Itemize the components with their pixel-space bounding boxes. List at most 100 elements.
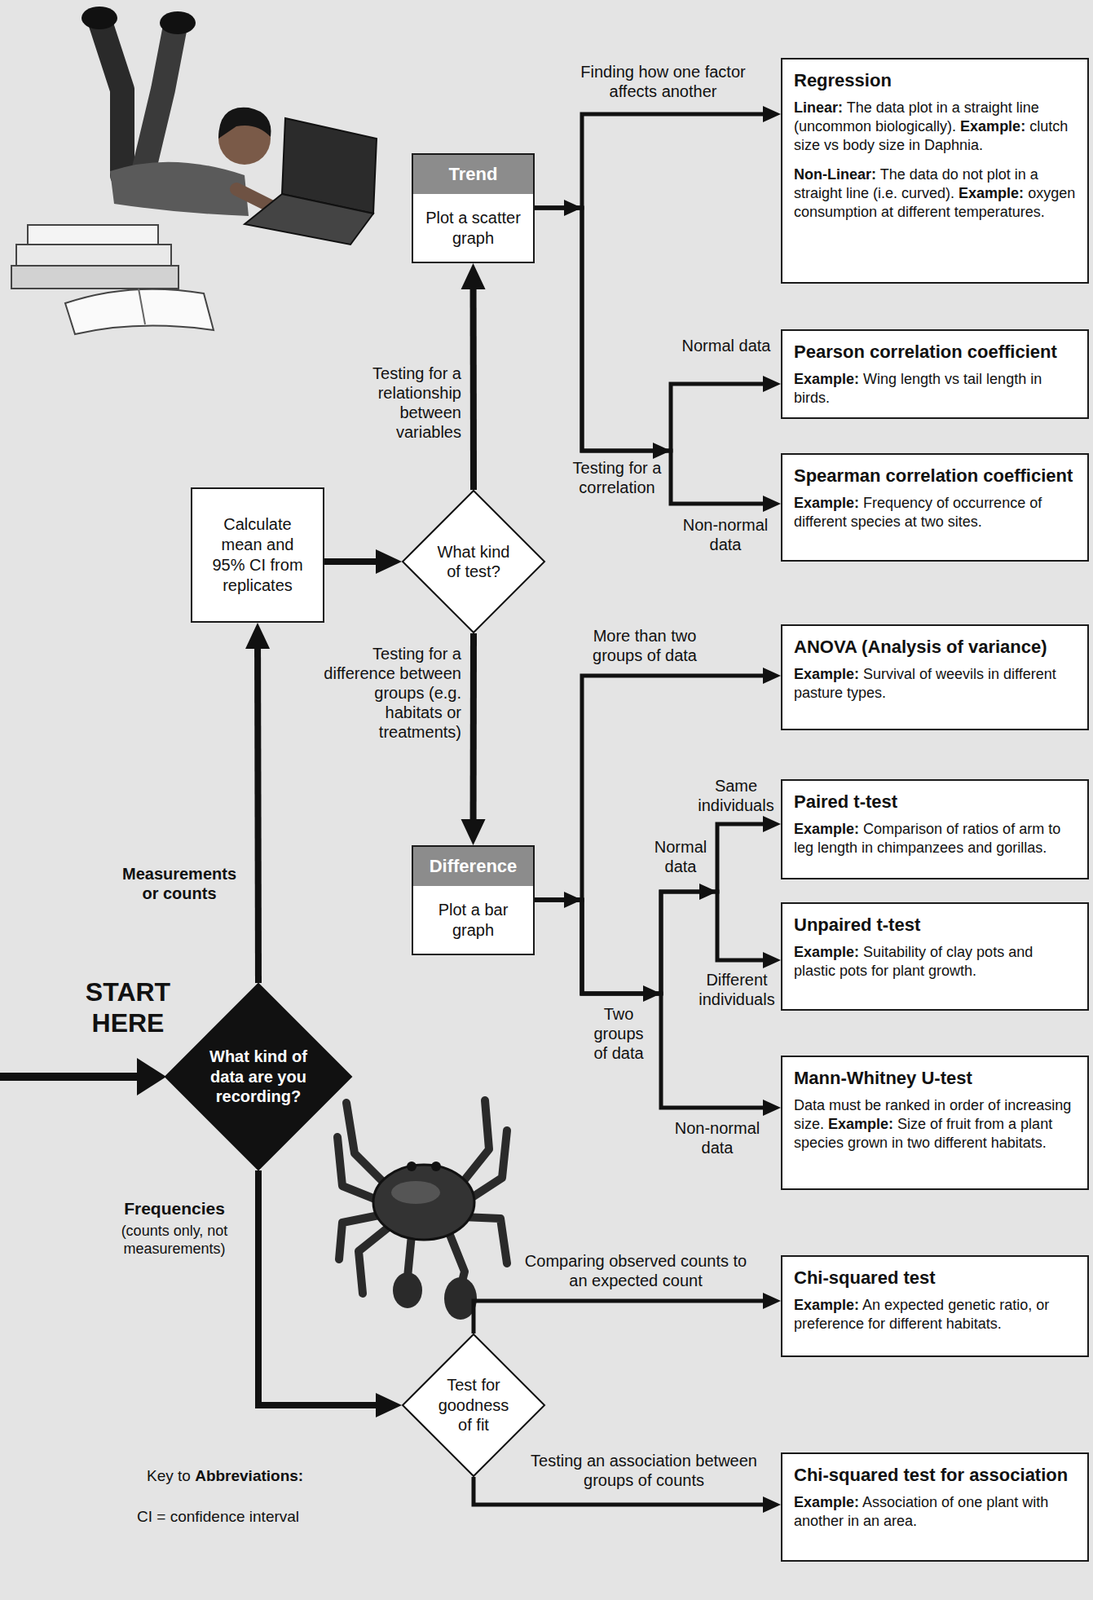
text-run: Example: xyxy=(793,1296,860,1314)
student-illustration-part xyxy=(99,19,123,176)
connector xyxy=(534,207,781,451)
text-run: Chi-squared test for association xyxy=(793,1464,1068,1486)
diamond-shape xyxy=(165,983,352,1170)
arrowhead xyxy=(762,1292,781,1309)
decision-diamond: Test for goodness of fit xyxy=(401,1333,546,1477)
text-run: Abbreviations: xyxy=(194,1467,304,1485)
branch-label: Testing for a correlation xyxy=(566,458,668,498)
connector xyxy=(534,207,781,512)
edge-label: Different individuals xyxy=(694,969,780,1010)
text-run: Same individuals xyxy=(697,776,774,815)
text-run: Example: xyxy=(793,494,860,512)
connector xyxy=(534,105,781,208)
text-run: Key to xyxy=(146,1467,195,1485)
student-illustration-part xyxy=(11,265,179,289)
text-run: Example: xyxy=(828,1115,894,1133)
crab-illustration-part xyxy=(346,1102,392,1190)
crab-illustration-part xyxy=(406,1161,417,1172)
process-box: Calculate mean and 95% CI from replicate… xyxy=(190,487,325,623)
body-text: Example: Wing length vs tail length in b… xyxy=(793,370,1076,409)
connector-line xyxy=(324,558,378,565)
student-illustration-part xyxy=(244,193,374,245)
student-illustration-part xyxy=(81,6,118,30)
edge-label: Testing for a relationship between varia… xyxy=(343,363,462,442)
text-run: Testing an association between groups of… xyxy=(530,1451,758,1490)
text-run: Testing for a correlation xyxy=(572,458,662,497)
text-run: START HERE xyxy=(85,977,171,1038)
branch-arrowheads xyxy=(564,199,718,1002)
text-run: Unpaired t-test xyxy=(793,914,921,935)
edge-label: Same individuals xyxy=(694,775,778,816)
arrowhead xyxy=(762,495,781,512)
connector xyxy=(534,815,781,994)
start-arrow-part xyxy=(136,1057,167,1096)
diamond-shape xyxy=(402,490,545,633)
arrowhead xyxy=(461,819,486,846)
box-body: Plot a scatter graph xyxy=(413,201,534,256)
test-box: Mann-Whitney U-testData must be ranked i… xyxy=(780,1055,1089,1190)
text-run: Example: xyxy=(793,820,860,838)
start-arrow-part xyxy=(0,1072,141,1081)
text-run: Calculate mean and 95% CI from replicate… xyxy=(211,515,303,595)
text-run: Trend xyxy=(449,163,499,185)
text-run: What kind of test? xyxy=(437,542,511,581)
box-title: Paired t-test xyxy=(793,790,1076,814)
test-box: ANOVA (Analysis of variance) Example: Sur… xyxy=(780,624,1089,731)
body-text: Example: Survival of weevils in differen… xyxy=(793,665,1076,704)
connector xyxy=(534,667,781,900)
box-text: Calculate mean and 95% CI from replicate… xyxy=(203,514,312,596)
body-text: Example: An expected genetic ratio, or p… xyxy=(793,1295,1076,1335)
text-run: Difference xyxy=(429,855,518,877)
text-run: Plot a bar graph xyxy=(438,900,509,939)
text-run: Normal data xyxy=(682,336,772,355)
text-run: Measurements or counts xyxy=(122,864,237,903)
test-box: Pearson correlation coefficientExample: … xyxy=(780,329,1089,419)
box-title: Regression xyxy=(793,69,1076,93)
branch-label: Normal data xyxy=(647,837,714,877)
arrowhead xyxy=(375,549,402,574)
test-box: Unpaired t-testExample: Suitability of c… xyxy=(780,902,1089,1011)
edge-label: Comparing observed counts to an expected… xyxy=(513,1251,759,1291)
box-title: ANOVA (Analysis of variance) xyxy=(793,635,1076,659)
connector-line xyxy=(258,1170,378,1406)
text-run: Spearman correlation coefficient xyxy=(793,465,1073,486)
text-run: Example: xyxy=(958,185,1024,202)
edge-label: Testing an association between groups of… xyxy=(521,1450,767,1490)
test-box: RegressionLinear: The data plot in a str… xyxy=(780,57,1089,284)
text-run: Chi-squared test xyxy=(793,1267,936,1288)
edge-label: Testing for a difference between groups … xyxy=(322,643,462,742)
test-box: Chi-squared testExample: An expected gen… xyxy=(780,1255,1089,1358)
text-run: Example: xyxy=(793,943,860,961)
box-title: Chi-squared test xyxy=(793,1266,1076,1290)
text-run: More than two groups of data xyxy=(592,626,697,665)
box-title: Unpaired t-test xyxy=(793,913,1076,937)
text-run: (counts only, not measurements) xyxy=(121,1222,229,1257)
body-text: Non-Linear: The data do not plot in a st… xyxy=(793,165,1076,223)
text-run: Different individuals xyxy=(698,970,775,1009)
text-run: Linear: xyxy=(793,99,843,116)
connector xyxy=(473,1292,781,1334)
diamond-text: Test for goodness of fit xyxy=(432,1375,515,1435)
arrowhead xyxy=(245,622,270,649)
branch-label: Two groups of data xyxy=(585,1004,653,1063)
box-title: Chi-squared test for association xyxy=(793,1463,1076,1487)
text-run: Testing for a relationship between varia… xyxy=(372,364,462,441)
body-text: Linear: The data plot in a straight line… xyxy=(793,98,1076,156)
diamond-text: What kind of data are you recording? xyxy=(193,1046,324,1107)
text-run: Example: xyxy=(793,370,860,388)
box-header: Trend xyxy=(413,154,534,194)
test-box: Spearman correlation coefficientExample:… xyxy=(780,453,1089,562)
connector xyxy=(461,633,486,846)
text-run: Frequencies xyxy=(123,1198,225,1218)
arrowhead xyxy=(762,1496,781,1513)
start-label: START HERE xyxy=(74,976,181,1040)
crab-illustration-part xyxy=(392,1272,423,1309)
body-text: Example: Suitability of clay pots and pl… xyxy=(793,943,1076,982)
crab-illustration-part xyxy=(407,1234,412,1278)
decision-diamond: What kind of test? xyxy=(401,489,546,634)
student-illustration-part xyxy=(138,288,146,325)
connector-line xyxy=(534,207,765,451)
test-box: Paired t-testExample: Comparison of rati… xyxy=(780,779,1089,880)
edge-label: Finding how one factor affects another xyxy=(575,61,751,102)
edge-label: Normal data xyxy=(681,335,772,356)
